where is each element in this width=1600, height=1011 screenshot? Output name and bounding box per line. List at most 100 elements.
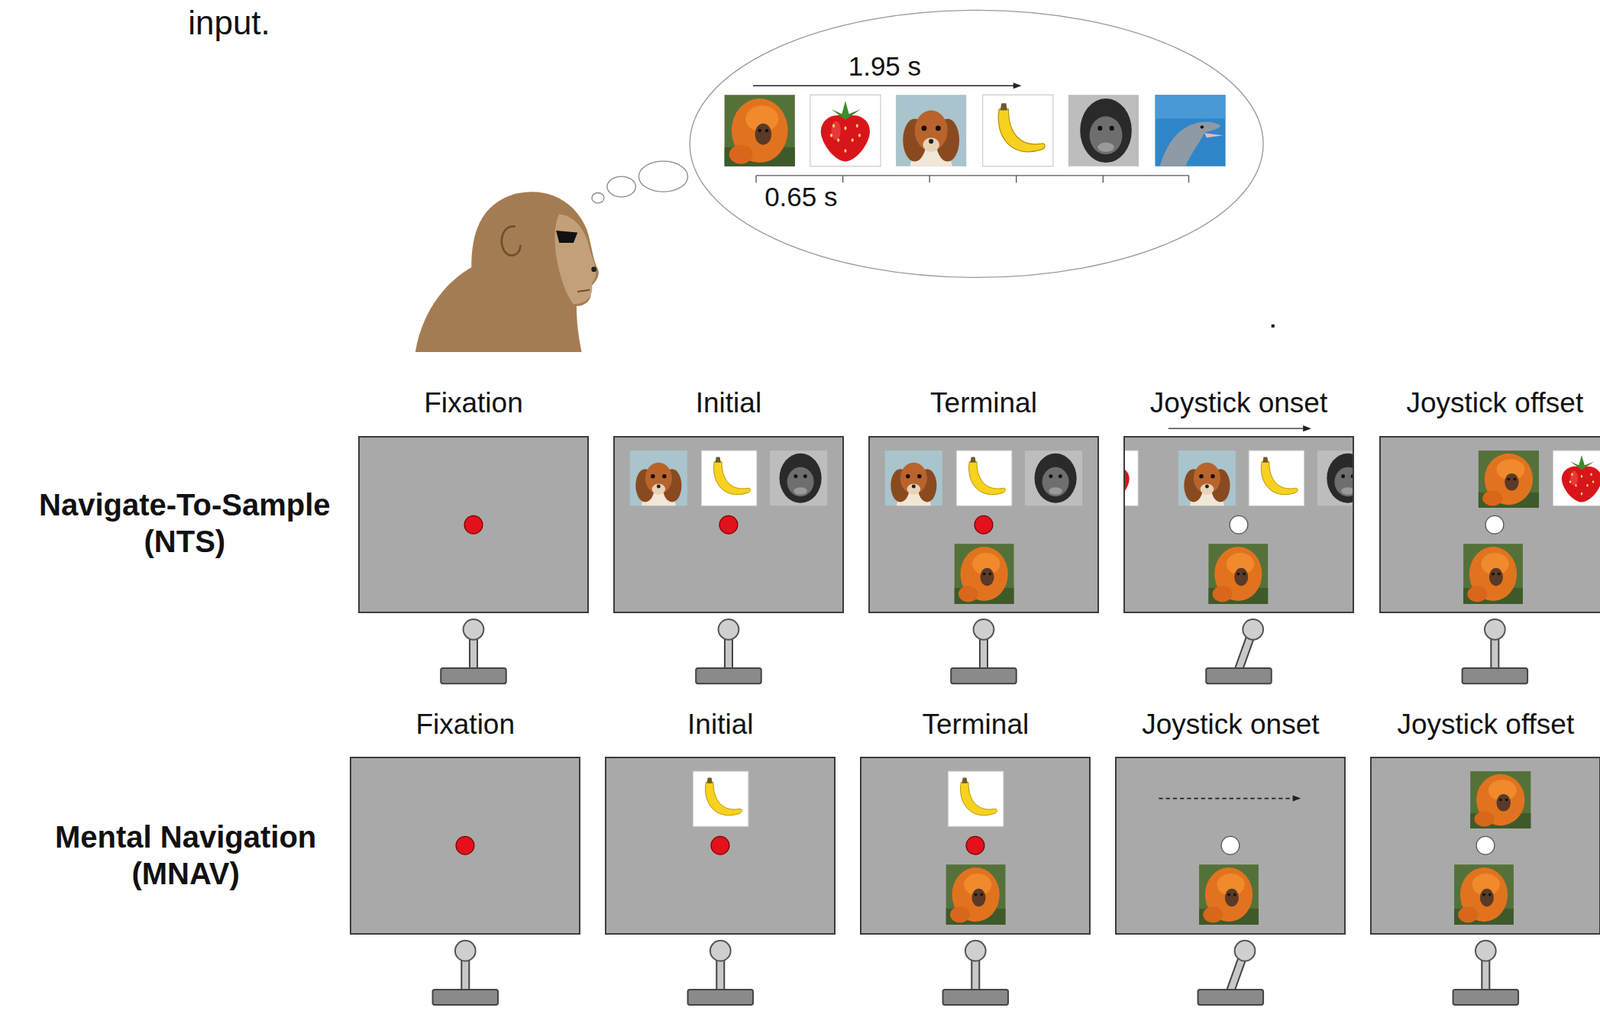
tamarin-photo [1454, 865, 1514, 926]
shape [463, 619, 485, 640]
shape [440, 668, 507, 684]
shape [1317, 450, 1353, 506]
shape [1488, 893, 1492, 897]
shape [803, 474, 808, 479]
shape [755, 175, 757, 183]
shape [922, 137, 940, 152]
shape [1496, 794, 1511, 812]
screen-content [869, 437, 1098, 612]
strawberry-photo [1553, 450, 1600, 506]
shape [1478, 450, 1539, 508]
label-anchor: 1.95 s [848, 50, 922, 83]
shape [591, 193, 605, 204]
screen-content [1371, 758, 1600, 933]
shape [1489, 567, 1504, 586]
screen-content [1380, 437, 1600, 612]
shape [701, 450, 757, 506]
shape [1154, 94, 1226, 119]
shape [998, 109, 1045, 152]
chimp-photo [769, 450, 828, 506]
shape [707, 778, 713, 784]
shape [1079, 98, 1132, 163]
screen-panel: Fixation [358, 386, 589, 614]
shape [1592, 480, 1595, 484]
shape [1000, 103, 1008, 110]
duration-arrow [753, 82, 1022, 89]
shape [1505, 798, 1509, 802]
shape [1200, 125, 1204, 129]
joystick-icon [1453, 940, 1520, 1006]
shape [652, 483, 666, 495]
shape [830, 133, 833, 138]
shape [1124, 465, 1130, 502]
shape [1068, 94, 1139, 167]
screen-panel: Terminal [859, 707, 1091, 935]
shape [1015, 175, 1017, 183]
label-anchor: Navigate-To-Sample (NTS) [20, 486, 350, 560]
shape [1570, 470, 1578, 485]
tamarin-photo [1463, 543, 1523, 605]
monitor-screen [868, 436, 1099, 614]
shape [1102, 175, 1104, 183]
shape [979, 567, 994, 586]
shape [1228, 893, 1232, 897]
shape [965, 940, 986, 962]
shape [962, 778, 968, 784]
screen-panel: Joystick offset [1370, 707, 1600, 935]
shape [1205, 484, 1209, 489]
shape [1590, 472, 1594, 476]
shape [693, 771, 750, 827]
shape [1463, 543, 1523, 605]
go-dot [1476, 837, 1495, 856]
joystick-icon [950, 619, 1017, 684]
screen-content [359, 437, 588, 612]
shape [1462, 668, 1529, 684]
shape [851, 138, 854, 143]
shape [972, 888, 986, 908]
shape [755, 123, 773, 146]
shape [974, 893, 978, 897]
dog-photo [630, 450, 688, 506]
dog-photo [895, 94, 967, 167]
screen-content [1116, 758, 1345, 933]
shape [973, 619, 995, 640]
shape [935, 125, 941, 131]
chimp-photo [1068, 94, 1139, 167]
shape [630, 450, 688, 506]
shape [843, 148, 847, 153]
shape [695, 668, 762, 684]
shape [689, 9, 1264, 278]
shape [1334, 466, 1353, 497]
shape [793, 474, 798, 479]
image-sequence [724, 94, 1226, 167]
screen-content [351, 758, 579, 933]
label-anchor: input. [187, 3, 271, 44]
shape [662, 474, 667, 479]
shape [1474, 811, 1495, 828]
banana-photo [948, 771, 1005, 827]
shape [1499, 798, 1503, 802]
shape [1225, 888, 1239, 908]
screen-panel: Terminal [868, 386, 1099, 614]
screen-panel: Joystick offset [1379, 386, 1600, 614]
shape [946, 865, 1006, 926]
stray-dot [1271, 324, 1275, 328]
dashed-arrow [1159, 798, 1295, 800]
shape [1497, 572, 1501, 576]
screen-panel: Joystick onset [1123, 386, 1355, 614]
shape [1553, 450, 1600, 506]
shape [638, 161, 688, 192]
shape [831, 121, 841, 141]
joystick-icon [943, 940, 1009, 1006]
shape [1513, 477, 1517, 480]
shape [1237, 572, 1241, 576]
fixation-dot [719, 515, 738, 534]
shape [753, 85, 1017, 87]
joystick-icon [688, 940, 754, 1006]
shape [821, 115, 870, 162]
screen-panel: Fixation [349, 707, 581, 935]
banana-photo [956, 450, 1012, 506]
joystick-icon [1462, 619, 1529, 684]
thought-bubble [591, 9, 1264, 278]
shape [885, 450, 943, 506]
